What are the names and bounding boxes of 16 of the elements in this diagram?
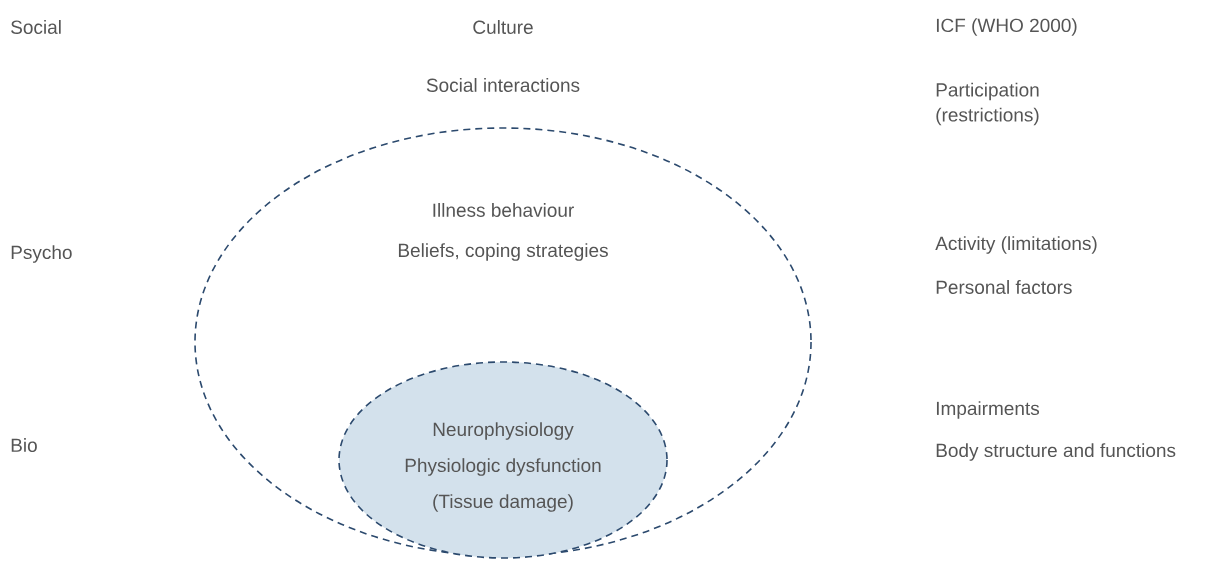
ellipse-text: Physiologic dysfunction bbox=[405, 458, 601, 476]
label: Body structure and functions bbox=[936, 443, 1176, 461]
label: Participation (restrictions) bbox=[936, 82, 1039, 126]
ellipse-text: Neurophysiology bbox=[433, 422, 574, 440]
label: Social interactions bbox=[426, 78, 580, 92]
ellipse-text: Illness behaviour bbox=[433, 203, 574, 217]
label: Impairments bbox=[936, 401, 1040, 419]
ellipse-text: Beliefs, coping strategies bbox=[398, 243, 608, 261]
label: Culture bbox=[473, 20, 533, 34]
label: Activity (limitations) bbox=[935, 236, 1097, 254]
label: Psycho bbox=[11, 245, 72, 263]
label: Personal factors bbox=[936, 280, 1072, 294]
ellipse-text: (Tissue damage) bbox=[433, 494, 573, 512]
label: ICF (WHO 2000) bbox=[936, 18, 1077, 36]
label: Social bbox=[11, 20, 61, 34]
label: Bio bbox=[11, 438, 37, 452]
